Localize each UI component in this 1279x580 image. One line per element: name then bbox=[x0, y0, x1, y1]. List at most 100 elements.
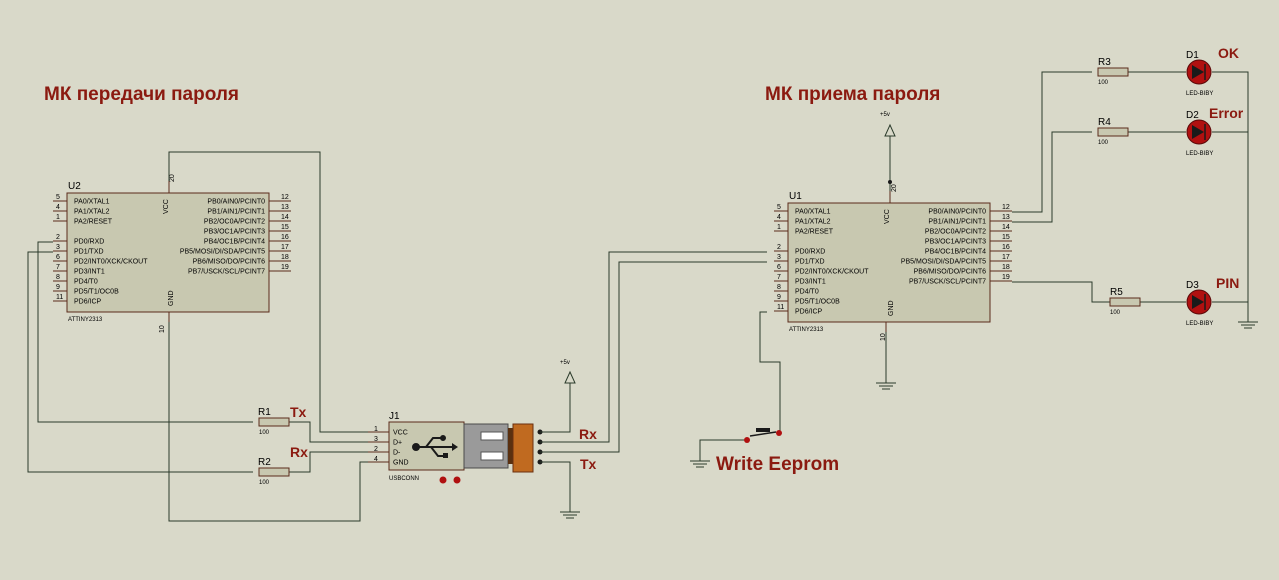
u2-body bbox=[66, 192, 270, 313]
j1-pin-num: 1 bbox=[374, 426, 378, 433]
u1-pin-num: 1 bbox=[777, 224, 781, 231]
wires-center bbox=[537, 251, 767, 512]
led-d1[interactable]: D1 LED-BIBY OK bbox=[1186, 45, 1239, 97]
u1-pin-num: 7 bbox=[777, 274, 781, 281]
r1-ref: R1 bbox=[258, 407, 271, 418]
j1-pin-num: 4 bbox=[374, 456, 378, 463]
u2-pin-name: PB2/OC0A/PCINT2 bbox=[204, 219, 265, 226]
u1-pin-name: PA0/XTAL1 bbox=[795, 209, 831, 216]
title-right: МК приема пароля bbox=[765, 84, 940, 105]
j1-ref: J1 bbox=[389, 411, 400, 422]
u1-vcc-label: VCC bbox=[884, 209, 891, 224]
u1-pin-name: PD5/T1/OC0B bbox=[795, 299, 840, 306]
d2-ref: D2 bbox=[1186, 110, 1199, 121]
u1-pin-num: 3 bbox=[777, 254, 781, 261]
u2-pin-name: PB7/USCK/SCL/PCINT7 bbox=[188, 269, 265, 276]
r5-value: 100 bbox=[1110, 310, 1121, 316]
u1-pin-name: PD4/T0 bbox=[795, 289, 819, 296]
d3-part: LED-BIBY bbox=[1186, 321, 1213, 327]
u2-gnd-pin: 10 bbox=[159, 325, 166, 333]
u1-pin-name: PB4/OC1B/PCINT4 bbox=[925, 249, 986, 256]
u2-pin-num: 19 bbox=[281, 264, 289, 271]
u2-pin-num: 4 bbox=[56, 204, 60, 211]
u2-pin-num: 11 bbox=[56, 294, 63, 301]
j1-dot-1 bbox=[439, 476, 447, 484]
write-eeprom-button[interactable]: Write Eeprom bbox=[716, 428, 839, 475]
u2-pin-name: PD4/T0 bbox=[74, 279, 98, 286]
u2-vcc-label: VCC bbox=[163, 199, 170, 214]
j1-pin-num: 3 bbox=[374, 436, 378, 443]
u1-gnd-label: GND bbox=[888, 300, 895, 316]
write-eeprom-label: Write Eeprom bbox=[716, 454, 839, 475]
u2-pin-num: 2 bbox=[56, 234, 60, 241]
u2-gnd-label: GND bbox=[168, 290, 175, 306]
u1-left-pins: 5PA0/XTAL14PA1/XTAL21PA2/RESET2PD0/RXD3P… bbox=[774, 204, 869, 316]
u1-pin-name: PD2/INT0/XCK/CKOUT bbox=[795, 269, 869, 276]
r4-ref: R4 bbox=[1098, 117, 1111, 128]
u1-part: ATTINY2313 bbox=[789, 327, 824, 333]
u2-pin-num: 1 bbox=[56, 214, 60, 221]
u2-pin-name: PA2/RESET bbox=[74, 219, 113, 226]
ground-switch bbox=[690, 460, 710, 468]
u2-pin-num: 16 bbox=[281, 234, 289, 241]
u2-pin-num: 17 bbox=[281, 244, 289, 251]
u2-right-pins: 12PB0/AIN0/PCINT013PB1/AIN1/PCINT114PB2/… bbox=[180, 194, 291, 276]
u1-pin-num: 16 bbox=[1002, 244, 1010, 251]
d1-label: OK bbox=[1218, 45, 1239, 61]
u2-vcc-pin: 20 bbox=[169, 174, 176, 182]
resistor-r1[interactable]: R1 100 bbox=[258, 407, 290, 436]
resistor-r5[interactable]: R5 100 bbox=[1109, 287, 1141, 316]
d1-ref: D1 bbox=[1186, 50, 1199, 61]
j1-part: USBCONN bbox=[389, 476, 419, 482]
j1-pin-name: VCC bbox=[393, 430, 408, 437]
d3-ref: D3 bbox=[1186, 280, 1199, 291]
u1-pin-name: PB6/MISO/DO/PCINT6 bbox=[914, 269, 986, 276]
u1-pin-name: PB0/AIN0/PCINT0 bbox=[928, 209, 986, 216]
u2-pin-name: PA1/XTAL2 bbox=[74, 209, 110, 216]
ground-u1 bbox=[876, 382, 896, 390]
r5-ref: R5 bbox=[1110, 287, 1123, 298]
u2-pin-num: 8 bbox=[56, 274, 60, 281]
u2-pin-name: PD6/ICP bbox=[74, 299, 102, 306]
u1-pin-num: 19 bbox=[1002, 274, 1010, 281]
u2-part: ATTINY2313 bbox=[68, 317, 103, 323]
u1-pin-num: 15 bbox=[1002, 234, 1010, 241]
r2-value: 100 bbox=[259, 480, 270, 486]
title-left: МК передачи пароля bbox=[44, 84, 239, 105]
u1-pin-name: PA1/XTAL2 bbox=[795, 219, 831, 226]
u1-pin-name: PB2/OC0A/PCINT2 bbox=[925, 229, 986, 236]
j1-pin-name: GND bbox=[393, 460, 409, 467]
u1-pin-name: PD0/RXD bbox=[795, 249, 825, 256]
chip-u1[interactable]: U1 ATTINY2313 20 VCC 10 GND 5PA0/XTAL14P… bbox=[774, 184, 1012, 341]
led-d2[interactable]: D2 LED-BIBY Error bbox=[1186, 105, 1244, 157]
resistor-r2[interactable]: R2 100 bbox=[258, 457, 290, 486]
u1-pin-name: PB7/USCK/SCL/PCINT7 bbox=[909, 279, 986, 286]
j1-pin-name: D+ bbox=[393, 440, 402, 447]
u1-pin-name: PB5/MOSI/DI/SDA/PCINT5 bbox=[901, 259, 986, 266]
wires-left bbox=[27, 151, 368, 522]
power-plus5-center: +5v bbox=[560, 360, 576, 384]
usb-plug-metal bbox=[463, 423, 509, 469]
r1-value: 100 bbox=[259, 430, 270, 436]
u2-pin-num: 18 bbox=[281, 254, 289, 261]
chip-u2[interactable]: U2 ATTINY2313 20 VCC 10 GND 5PA0/XTAL14P… bbox=[53, 174, 291, 333]
u1-pin-num: 11 bbox=[777, 304, 784, 311]
label-rx-left: Rx bbox=[290, 444, 308, 460]
u1-pin-name: PD1/TXD bbox=[795, 259, 825, 266]
u2-left-pins: 5PA0/XTAL14PA1/XTAL21PA2/RESET2PD0/RXD3P… bbox=[53, 194, 148, 306]
led-d3[interactable]: D3 LED-BIBY PIN bbox=[1186, 275, 1239, 327]
u2-pin-num: 14 bbox=[281, 214, 289, 221]
u2-pin-num: 9 bbox=[56, 284, 60, 291]
u2-pin-name: PB0/AIN0/PCINT0 bbox=[207, 199, 265, 206]
resistor-r4[interactable]: R4 100 bbox=[1097, 117, 1129, 146]
u1-pin-num: 8 bbox=[777, 284, 781, 291]
resistor-r3[interactable]: R3 100 bbox=[1097, 57, 1129, 86]
r3-value: 100 bbox=[1098, 80, 1109, 86]
u1-gnd-pin: 10 bbox=[880, 333, 887, 341]
usb-plug-body bbox=[512, 423, 534, 473]
u1-pin-num: 12 bbox=[1002, 204, 1010, 211]
u2-pin-num: 15 bbox=[281, 224, 289, 231]
